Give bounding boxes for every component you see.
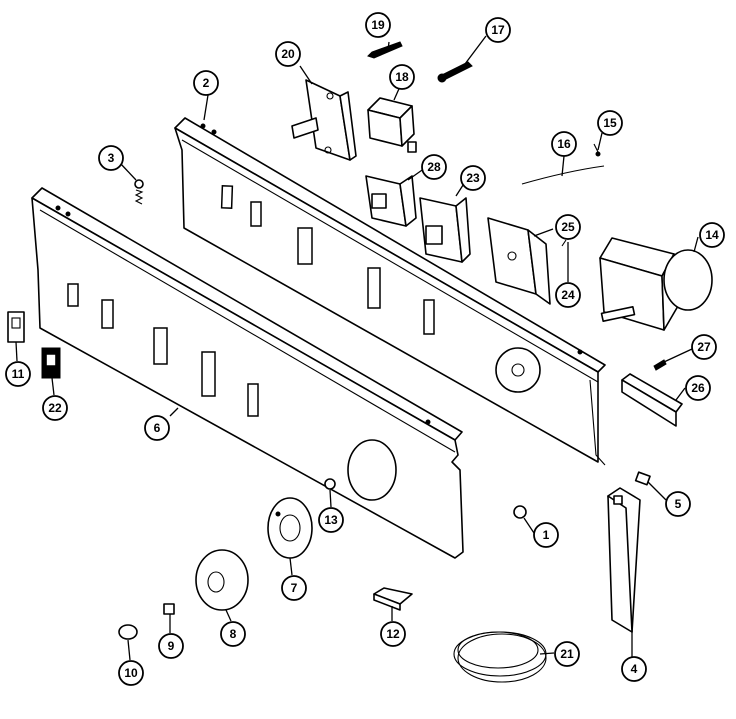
knob-part-8 bbox=[195, 549, 249, 611]
callout-label-25: 25 bbox=[561, 220, 575, 234]
callout-23: 23 bbox=[460, 165, 486, 191]
callout-14: 14 bbox=[699, 222, 725, 248]
callout-17: 17 bbox=[485, 17, 511, 43]
timer-part-14 bbox=[599, 237, 713, 331]
callout-16: 16 bbox=[551, 131, 577, 157]
callout-13: 13 bbox=[318, 507, 344, 533]
clip-part-13 bbox=[324, 478, 336, 490]
callout-label-23: 23 bbox=[466, 171, 480, 185]
callout-label-27: 27 bbox=[697, 340, 711, 354]
board-part-26 bbox=[621, 373, 683, 427]
callout-5: 5 bbox=[665, 491, 691, 517]
callout-label-4: 4 bbox=[631, 662, 638, 676]
callout-6: 6 bbox=[144, 415, 170, 441]
screw-part-17 bbox=[437, 61, 473, 83]
callout-label-16: 16 bbox=[557, 137, 571, 151]
callout-2: 2 bbox=[193, 70, 219, 96]
callout-label-9: 9 bbox=[168, 639, 175, 653]
screw-part-27 bbox=[653, 359, 667, 371]
callout-19: 19 bbox=[365, 12, 391, 38]
end-cap-part-4 bbox=[607, 487, 641, 633]
callout-3: 3 bbox=[98, 145, 124, 171]
callout-12: 12 bbox=[380, 621, 406, 647]
callout-label-3: 3 bbox=[108, 151, 115, 165]
callout-label-13: 13 bbox=[324, 513, 338, 527]
callout-label-22: 22 bbox=[48, 401, 62, 415]
callout-label-8: 8 bbox=[230, 627, 237, 641]
callout-label-18: 18 bbox=[395, 70, 409, 84]
screw-part-19 bbox=[367, 41, 403, 59]
callout-24: 24 bbox=[555, 282, 581, 308]
callout-label-26: 26 bbox=[691, 381, 705, 395]
callout-label-17: 17 bbox=[491, 23, 505, 37]
clip-part-5 bbox=[634, 471, 651, 486]
callout-26: 26 bbox=[685, 375, 711, 401]
switch-part-22 bbox=[41, 347, 61, 379]
switch-part-28 bbox=[365, 175, 417, 227]
callout-20: 20 bbox=[275, 41, 301, 67]
bracket-part-20 bbox=[291, 79, 357, 161]
callout-27: 27 bbox=[691, 334, 717, 360]
cap-part-10 bbox=[118, 624, 138, 640]
callout-label-12: 12 bbox=[386, 627, 400, 641]
callout-label-11: 11 bbox=[12, 367, 25, 381]
clip-part-15 bbox=[593, 143, 601, 157]
switch-part-23 bbox=[419, 197, 471, 263]
block-part-12 bbox=[373, 587, 413, 611]
callout-9: 9 bbox=[158, 633, 184, 659]
callout-25: 25 bbox=[555, 214, 581, 240]
callout-label-6: 6 bbox=[154, 421, 161, 435]
callout-4: 4 bbox=[621, 656, 647, 682]
callout-7: 7 bbox=[281, 575, 307, 601]
callout-label-24: 24 bbox=[561, 288, 575, 302]
callout-28: 28 bbox=[421, 154, 447, 180]
callout-label-28: 28 bbox=[427, 160, 441, 174]
callout-11: 11 bbox=[5, 361, 31, 387]
callout-label-1: 1 bbox=[543, 528, 550, 542]
harness-part-21 bbox=[453, 631, 547, 683]
rear-panel bbox=[174, 117, 606, 466]
nut-part-1 bbox=[513, 505, 527, 519]
callout-label-7: 7 bbox=[291, 581, 298, 595]
callout-15: 15 bbox=[597, 110, 623, 136]
callout-1: 1 bbox=[533, 522, 559, 548]
switch-part-25 bbox=[487, 217, 551, 305]
callout-8: 8 bbox=[220, 621, 246, 647]
relay-part-18 bbox=[367, 97, 417, 153]
callout-10: 10 bbox=[118, 660, 144, 686]
callout-label-5: 5 bbox=[675, 497, 682, 511]
dial-part-7 bbox=[267, 497, 313, 559]
callout-label-14: 14 bbox=[705, 228, 719, 242]
callout-label-20: 20 bbox=[281, 47, 295, 61]
callout-18: 18 bbox=[389, 64, 415, 90]
callout-label-19: 19 bbox=[371, 18, 385, 32]
callout-label-15: 15 bbox=[603, 116, 617, 130]
front-panel bbox=[31, 187, 464, 559]
callout-label-2: 2 bbox=[203, 76, 210, 90]
callout-label-10: 10 bbox=[124, 666, 138, 680]
switch-part-11 bbox=[7, 311, 25, 343]
callout-21: 21 bbox=[554, 641, 580, 667]
clip-part-9 bbox=[163, 603, 175, 615]
callout-label-21: 21 bbox=[560, 647, 574, 661]
screw-part-3 bbox=[134, 179, 144, 205]
callout-22: 22 bbox=[42, 395, 68, 421]
